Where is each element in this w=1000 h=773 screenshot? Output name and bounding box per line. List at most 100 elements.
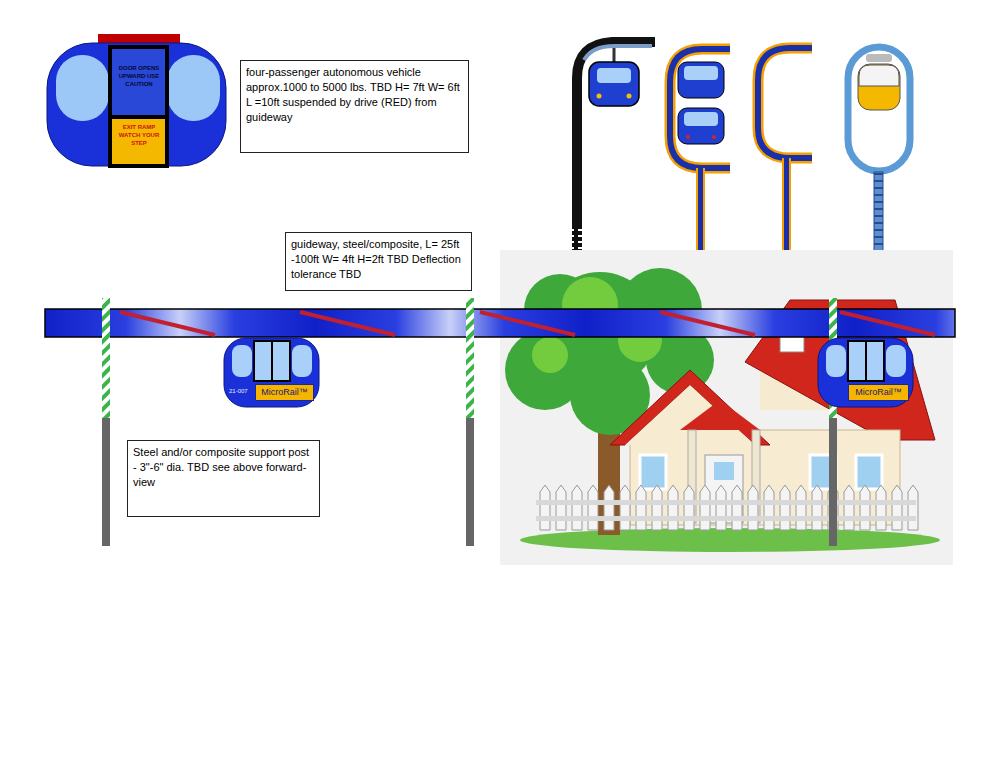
fence-picket (844, 485, 854, 530)
door-frame (110, 47, 167, 166)
drive-stripe (120, 312, 935, 335)
forward-view-c-empty (758, 48, 812, 270)
drive-stripe-part (120, 312, 215, 335)
suspended-vehicle-part (224, 338, 319, 407)
vehicle-front (589, 62, 639, 106)
fence-picket (796, 485, 806, 530)
guideway-beam (45, 309, 955, 337)
forward-view-c-double-part (678, 108, 724, 144)
forward-view-ring-part (859, 65, 899, 86)
suspended-vehicle-part (232, 345, 252, 377)
suspended-vehicle-part (292, 345, 312, 377)
forward-view-c-empty-part (758, 48, 812, 158)
suspended-vehicle-part (848, 341, 884, 381)
forward-view-ring-part (858, 64, 900, 110)
fence-picket (684, 485, 694, 530)
hook-arm (577, 42, 655, 255)
forward-view-c-double-part (712, 135, 716, 139)
drive-stripe-part (840, 312, 935, 335)
forward-view-ring-part (848, 47, 910, 171)
post-upper (102, 298, 110, 418)
warning-panel: DOOR OPENS UPWARD USE CAUTION (113, 62, 165, 102)
fence-picket (812, 485, 822, 530)
fence-picket (892, 485, 902, 530)
suspended-vehicle-part (886, 345, 906, 377)
forward-view-c-double-part (684, 66, 718, 80)
fence-picket (780, 485, 790, 530)
tree-highlight-part (532, 337, 568, 373)
forward-view-c-double-part (698, 168, 703, 263)
forward-view-ring-part (874, 172, 883, 256)
fence-picket (668, 485, 678, 530)
post-lower (829, 418, 837, 546)
fence-picket (732, 485, 742, 530)
vehicle-side-view (47, 34, 226, 166)
hook-rail (584, 46, 652, 60)
house-illustration (500, 250, 953, 565)
fence-picket (636, 485, 646, 530)
fence-picket (860, 485, 870, 530)
fence-picket (700, 485, 710, 530)
fence-picket (908, 485, 918, 530)
suspended-vehicle-part (826, 345, 846, 377)
suspended-vehicle-part (865, 341, 867, 381)
forward-view-c-empty-part (758, 48, 812, 158)
suspended-vehicle-part (818, 338, 913, 407)
forward-view-c-double-part (696, 168, 705, 263)
brand-badge: MicroRail™ (255, 384, 314, 401)
fence-picket (876, 485, 886, 530)
fence-picket (620, 485, 630, 530)
window (597, 68, 631, 83)
post-lower (466, 418, 474, 546)
node-text: DOOR OPENS UPWARD USE CAUTION (114, 64, 164, 88)
forward-view-ring-part (866, 54, 892, 62)
window (167, 55, 220, 121)
forward-view-c-double-part (670, 49, 730, 168)
node-text: MicroRail™ (259, 386, 310, 398)
fence-picket (748, 485, 758, 530)
forward-view-hook (572, 42, 655, 257)
fence-picket (588, 485, 598, 530)
drive-stripe-part (660, 312, 755, 335)
light (597, 94, 602, 99)
forward-view-ring (848, 47, 910, 256)
suspended-vehicle-part (271, 341, 273, 381)
fence-rail (536, 500, 916, 505)
suspended-vehicle (224, 338, 319, 407)
door-glass (714, 462, 734, 480)
drive-stripe-part (480, 312, 575, 335)
suspended-vehicle (818, 338, 913, 407)
hanger (613, 48, 616, 62)
fence-picket (716, 485, 726, 530)
fence-rail (536, 516, 916, 521)
brand-badge: MicroRail™ (848, 384, 909, 401)
ramp-panel (110, 117, 167, 166)
spec-box: guideway, steel/composite, L= 25ft -100f… (285, 232, 472, 291)
window (856, 455, 882, 489)
forward-view-c-double-part (670, 49, 730, 168)
vehicle-body (47, 43, 226, 166)
fence-picket (764, 485, 774, 530)
guideway (45, 309, 955, 337)
fence-picket (572, 485, 582, 530)
fence-picket (604, 485, 614, 530)
spec-box: Steel and/or composite support post - 3"… (127, 440, 320, 517)
window (56, 55, 109, 121)
porch-roof (680, 400, 760, 430)
post-lower (102, 418, 110, 546)
drive-bar (98, 34, 180, 43)
node-text: EXIT RAMP WATCH YOUR STEP (114, 123, 164, 147)
node-text: MicroRail™ (852, 386, 905, 398)
forward-view-c-double-part (684, 112, 718, 126)
fence-picket (556, 485, 566, 530)
warning-panel: EXIT RAMP WATCH YOUR STEP (113, 121, 165, 163)
fence (536, 485, 918, 530)
forward-view-c-double-part (686, 135, 690, 139)
suspended-vehicle-part (254, 341, 290, 381)
node-text: four-passenger autonomous vehicle approx… (246, 65, 463, 125)
spec-box: four-passenger autonomous vehicle approx… (240, 60, 469, 153)
window (640, 455, 666, 489)
fence-picket (540, 485, 550, 530)
drive-stripe-part (300, 312, 395, 335)
